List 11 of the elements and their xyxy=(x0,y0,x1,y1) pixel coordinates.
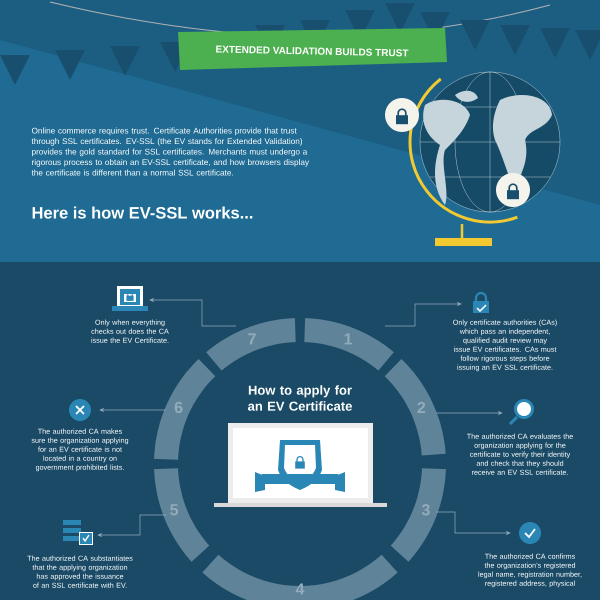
title-banner: EXTENDED VALIDATION BUILDS TRUST xyxy=(178,28,447,70)
server-icon xyxy=(63,520,93,545)
lock-icon xyxy=(473,292,489,313)
cross-icon xyxy=(69,399,91,421)
ring-segment: 4 xyxy=(202,554,398,600)
section-heading: Here is how EV-SSL works... xyxy=(32,206,252,219)
magnifier-icon xyxy=(508,399,534,426)
center-heading: How to apply for an EV Certificate xyxy=(248,385,352,411)
check-icon xyxy=(519,522,541,544)
intro-paragraph: Online commerce requires trust. Certificate Authorities provide that trust through SSL certificates. EV-SSL (the EV stands for Extended Validation) provides the gold standard for SSL certificates. Merchants must undergo a rigorous process to obtain an EV-SSL certificate, and how browsers display the certificate is different than a normal SSL certificate. xyxy=(32,128,310,176)
badge-icon xyxy=(112,286,148,311)
